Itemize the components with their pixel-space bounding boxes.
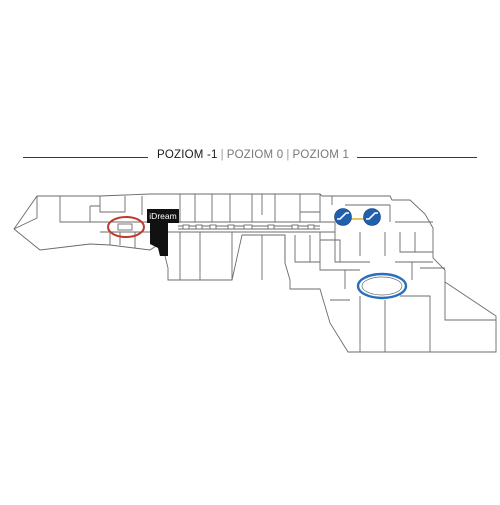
level-tabs: POZIOM -1 | POZIOM 0 | POZIOM 1	[157, 149, 353, 161]
corridor-walls	[100, 221, 335, 233]
store-label-idream[interactable]: iDream	[147, 209, 179, 223]
level-separator: |	[286, 149, 290, 161]
level-separator: |	[220, 149, 224, 161]
level-switcher: POZIOM -1 | POZIOM 0 | POZIOM 1	[0, 148, 500, 168]
atrium-ring-west	[107, 216, 145, 238]
highlighted-store-shape[interactable]	[150, 222, 168, 256]
building-outline	[13, 193, 497, 353]
atrium-inner-ring	[361, 276, 403, 296]
escalator-icon[interactable]	[363, 208, 381, 226]
atrium-kiosk	[117, 223, 133, 231]
escalator-icon[interactable]	[334, 208, 352, 226]
east-wing	[319, 221, 496, 352]
divider-line-left	[23, 157, 148, 158]
shop-units-north	[99, 194, 391, 222]
divider-line-right	[357, 157, 477, 158]
tab-level-minus-1[interactable]: POZIOM -1	[157, 149, 218, 161]
kiosks	[182, 224, 315, 230]
tab-level-1[interactable]: POZIOM 1	[292, 149, 350, 161]
atrium-ring-east	[356, 272, 408, 300]
west-wing	[13, 196, 136, 248]
shop-units-south	[164, 232, 341, 280]
tab-level-0[interactable]: POZIOM 0	[226, 149, 284, 161]
